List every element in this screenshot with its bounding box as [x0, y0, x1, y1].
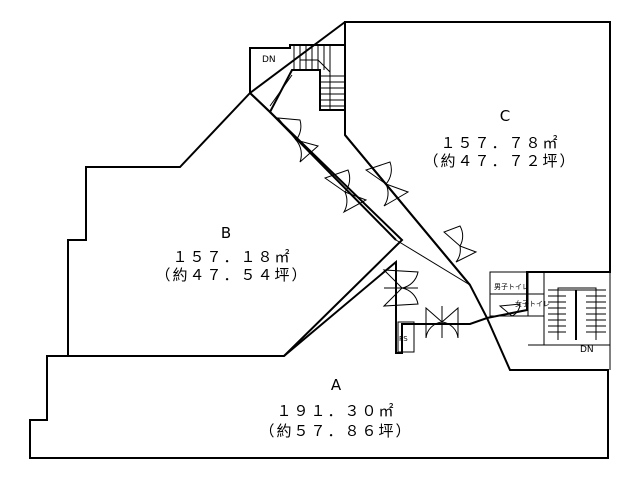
- room-b-outline: [67, 91, 404, 357]
- door-c-upper[interactable]: [364, 161, 410, 207]
- door-swings: [276, 117, 521, 339]
- room-a-area: １９１．３０㎡: [276, 402, 395, 420]
- toilet-block[interactable]: 男子トイレ 女子トイレ: [489, 271, 550, 317]
- room-a-label: A: [331, 376, 342, 394]
- room-c[interactable]: [344, 21, 611, 320]
- ps-shaft: PS: [397, 321, 415, 353]
- right-stair-treads: [548, 287, 606, 340]
- top-stair-enclosure: [249, 44, 346, 114]
- room-c-outline: [344, 21, 611, 320]
- room-labels: C １５７．７８㎡ （約４７．７２坪） B １５７．１８㎡ （約４７．５４坪） …: [155, 107, 576, 440]
- room-b-area: １５７．１８㎡: [172, 248, 291, 266]
- door-toilet[interactable]: [498, 303, 521, 317]
- room-c-tsubo: （約４７．７２坪）: [423, 152, 576, 170]
- door-top-corridor[interactable]: [276, 117, 320, 163]
- toilet-lower-label: 女子トイレ: [515, 299, 550, 308]
- top-stair-dn-label: DN: [262, 55, 276, 65]
- room-a-tsubo: （約５７．８６坪）: [259, 422, 412, 440]
- door-a-vertical[interactable]: [382, 269, 419, 307]
- top-stair-treads: [269, 45, 345, 110]
- door-b-upper[interactable]: [323, 169, 368, 214]
- room-c-area: １５７．７８㎡: [440, 134, 559, 152]
- right-staircase[interactable]: DN: [543, 271, 611, 355]
- ps-label: PS: [399, 335, 408, 343]
- room-b-label: B: [221, 224, 231, 242]
- room-b[interactable]: [67, 91, 404, 357]
- room-c-label: C: [500, 107, 510, 125]
- room-b-tsubo: （約４７．５４坪）: [155, 266, 308, 284]
- toilet-upper-label: 男子トイレ: [494, 283, 529, 291]
- corridor-walls: [249, 21, 611, 370]
- door-a-horizontal[interactable]: [425, 306, 459, 339]
- door-c-lower[interactable]: [443, 225, 478, 263]
- right-stair-dn-label: DN: [580, 345, 594, 355]
- top-staircase[interactable]: DN: [249, 44, 346, 114]
